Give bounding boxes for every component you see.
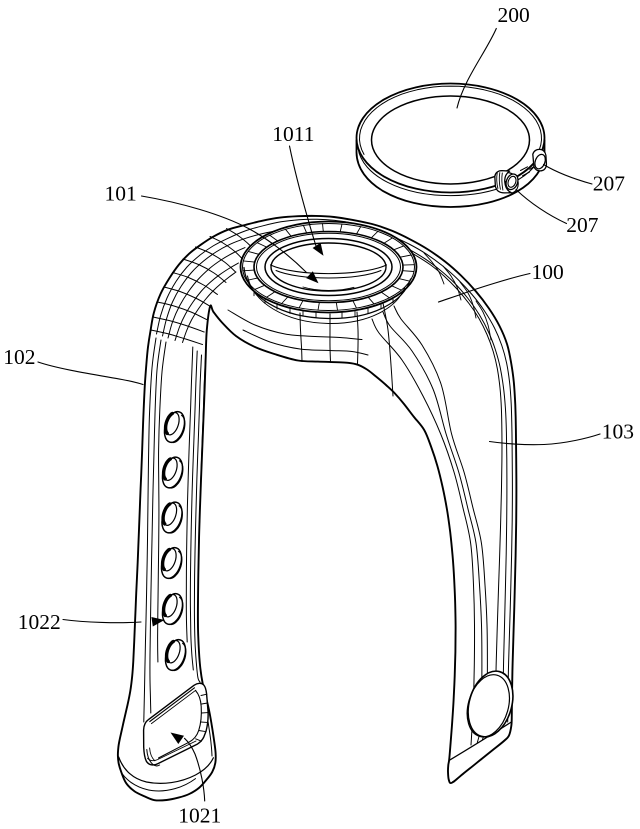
svg-text:1011: 1011 [272,122,314,146]
svg-text:100: 100 [532,260,564,284]
svg-text:1022: 1022 [18,610,61,634]
svg-text:207: 207 [566,213,599,237]
svg-text:103: 103 [602,420,634,444]
svg-text:200: 200 [498,3,530,27]
svg-text:1021: 1021 [178,803,221,827]
svg-text:207: 207 [593,172,626,196]
svg-text:102: 102 [3,345,35,369]
svg-text:101: 101 [105,181,137,205]
